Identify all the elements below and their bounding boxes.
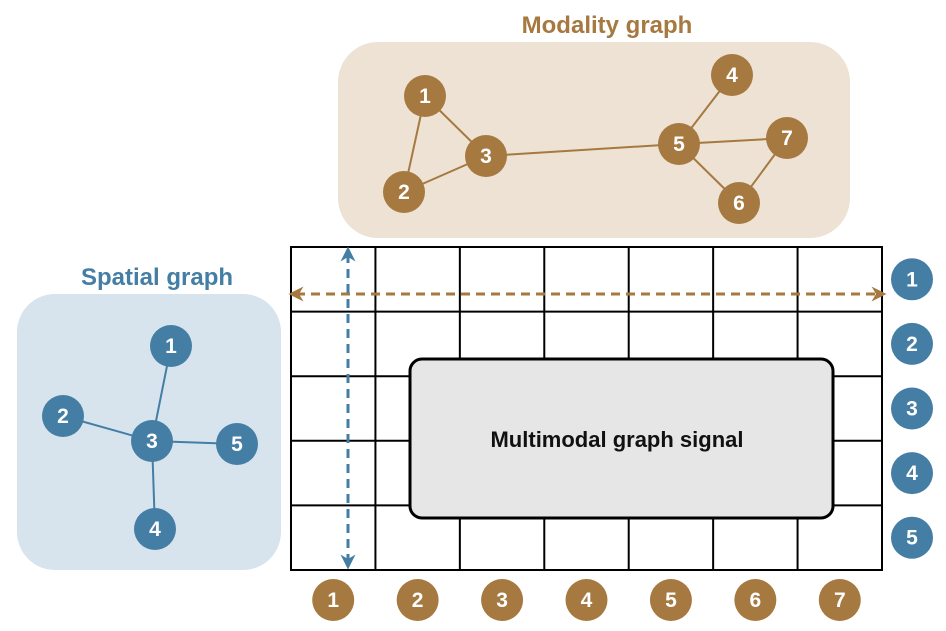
spatial-graph-panel: Spatial graph 1 2 3 4 5	[17, 264, 281, 570]
modality-node-4: 4	[711, 54, 753, 96]
column-label-5: 5	[649, 579, 692, 621]
column-label-4-circle	[565, 579, 608, 621]
row-label-2-label: 2	[906, 333, 918, 356]
column-labels: 1 2 3 4 5 6 7	[312, 579, 861, 621]
column-label-5-label: 5	[665, 589, 677, 612]
column-label-5-circle	[649, 579, 692, 621]
spatial-node-4: 4	[134, 508, 176, 550]
modality-node-5-circle	[658, 123, 700, 165]
spatial-node-2: 2	[42, 395, 84, 437]
modality-node-2-label: 2	[398, 181, 410, 204]
modality-node-6-label: 6	[733, 192, 745, 215]
column-label-7-label: 7	[834, 589, 846, 612]
modality-node-3-label: 3	[480, 145, 492, 168]
modality-edge-3-5	[485, 143, 680, 157]
row-label-5-label: 5	[906, 527, 918, 550]
spatial-node-4-label: 4	[149, 518, 161, 541]
modality-node-1-circle	[404, 75, 446, 117]
spatial-node-2-label: 2	[57, 405, 69, 428]
column-label-3: 3	[481, 579, 524, 621]
modality-node-7: 7	[766, 117, 808, 159]
column-label-6-label: 6	[750, 589, 762, 612]
row-label-1-circle	[891, 258, 933, 301]
row-label-4-circle	[891, 452, 933, 495]
modality-node-7-circle	[766, 117, 808, 159]
row-label-3-label: 3	[906, 398, 918, 421]
spatial-node-5: 5	[216, 423, 258, 465]
spatial-node-1: 1	[150, 325, 192, 367]
column-label-3-circle	[481, 579, 524, 621]
modality-node-7-label: 7	[781, 127, 793, 150]
modality-graph-title: Modality graph	[522, 12, 693, 39]
modality-graph-nodes: 1 2 3 4 5 6 7	[383, 54, 808, 224]
column-label-3-label: 3	[496, 589, 508, 612]
row-labels: 1 2 3 4 5	[891, 258, 933, 559]
row-label-1: 1	[891, 258, 933, 301]
spatial-node-3-circle	[131, 420, 173, 462]
modality-node-6: 6	[718, 182, 760, 224]
modality-node-2: 2	[383, 171, 425, 213]
modality-node-3: 3	[465, 135, 507, 177]
modality-node-1-label: 1	[419, 85, 431, 108]
column-label-2: 2	[396, 579, 439, 621]
column-label-6: 6	[734, 579, 777, 621]
column-label-7-circle	[818, 579, 861, 621]
modality-node-4-circle	[711, 54, 753, 96]
column-label-6-circle	[734, 579, 777, 621]
modality-node-6-circle	[718, 182, 760, 224]
row-label-3-circle	[891, 387, 933, 430]
row-label-2-circle	[891, 322, 933, 365]
row-label-5: 5	[891, 516, 933, 559]
modality-node-1: 1	[404, 75, 446, 117]
spatial-node-5-circle	[216, 423, 258, 465]
spatial-node-1-label: 1	[165, 335, 177, 358]
modality-graph-panel: Modality graph 1 2 3 4 5 6 7	[338, 12, 850, 238]
row-label-3: 3	[891, 387, 933, 430]
row-label-4: 4	[891, 452, 933, 495]
grid-border	[290, 246, 883, 571]
signal-box-rect	[408, 357, 835, 520]
multimodal-signal-box: Multimodal graph signal	[408, 357, 835, 520]
spatial-node-3-label: 3	[146, 430, 158, 453]
spatial-node-5-label: 5	[231, 433, 243, 456]
row-label-1-label: 1	[906, 268, 918, 291]
row-label-2: 2	[891, 322, 933, 365]
column-label-4: 4	[565, 579, 608, 621]
column-label-1: 1	[312, 579, 355, 621]
spatial-node-3: 3	[131, 420, 173, 462]
spatial-node-2-circle	[42, 395, 84, 437]
column-label-1-circle	[312, 579, 355, 621]
modality-node-3-circle	[465, 135, 507, 177]
column-label-2-label: 2	[412, 589, 424, 612]
column-label-1-label: 1	[327, 589, 339, 612]
column-label-4-label: 4	[581, 589, 593, 612]
spatial-graph-title: Spatial graph	[81, 264, 233, 291]
row-label-5-circle	[891, 516, 933, 559]
spatial-graph-nodes: 1 2 3 4 5	[42, 325, 258, 550]
modality-node-5-label: 5	[673, 133, 685, 156]
signal-box-label: Multimodal graph signal	[490, 427, 743, 452]
column-label-7: 7	[818, 579, 861, 621]
row-label-4-label: 4	[906, 462, 918, 485]
spatial-node-1-circle	[150, 325, 192, 367]
modality-node-2-circle	[383, 171, 425, 213]
column-label-2-circle	[396, 579, 439, 621]
modality-node-4-label: 4	[726, 64, 738, 87]
modality-node-5: 5	[658, 123, 700, 165]
spatial-node-4-circle	[134, 508, 176, 550]
